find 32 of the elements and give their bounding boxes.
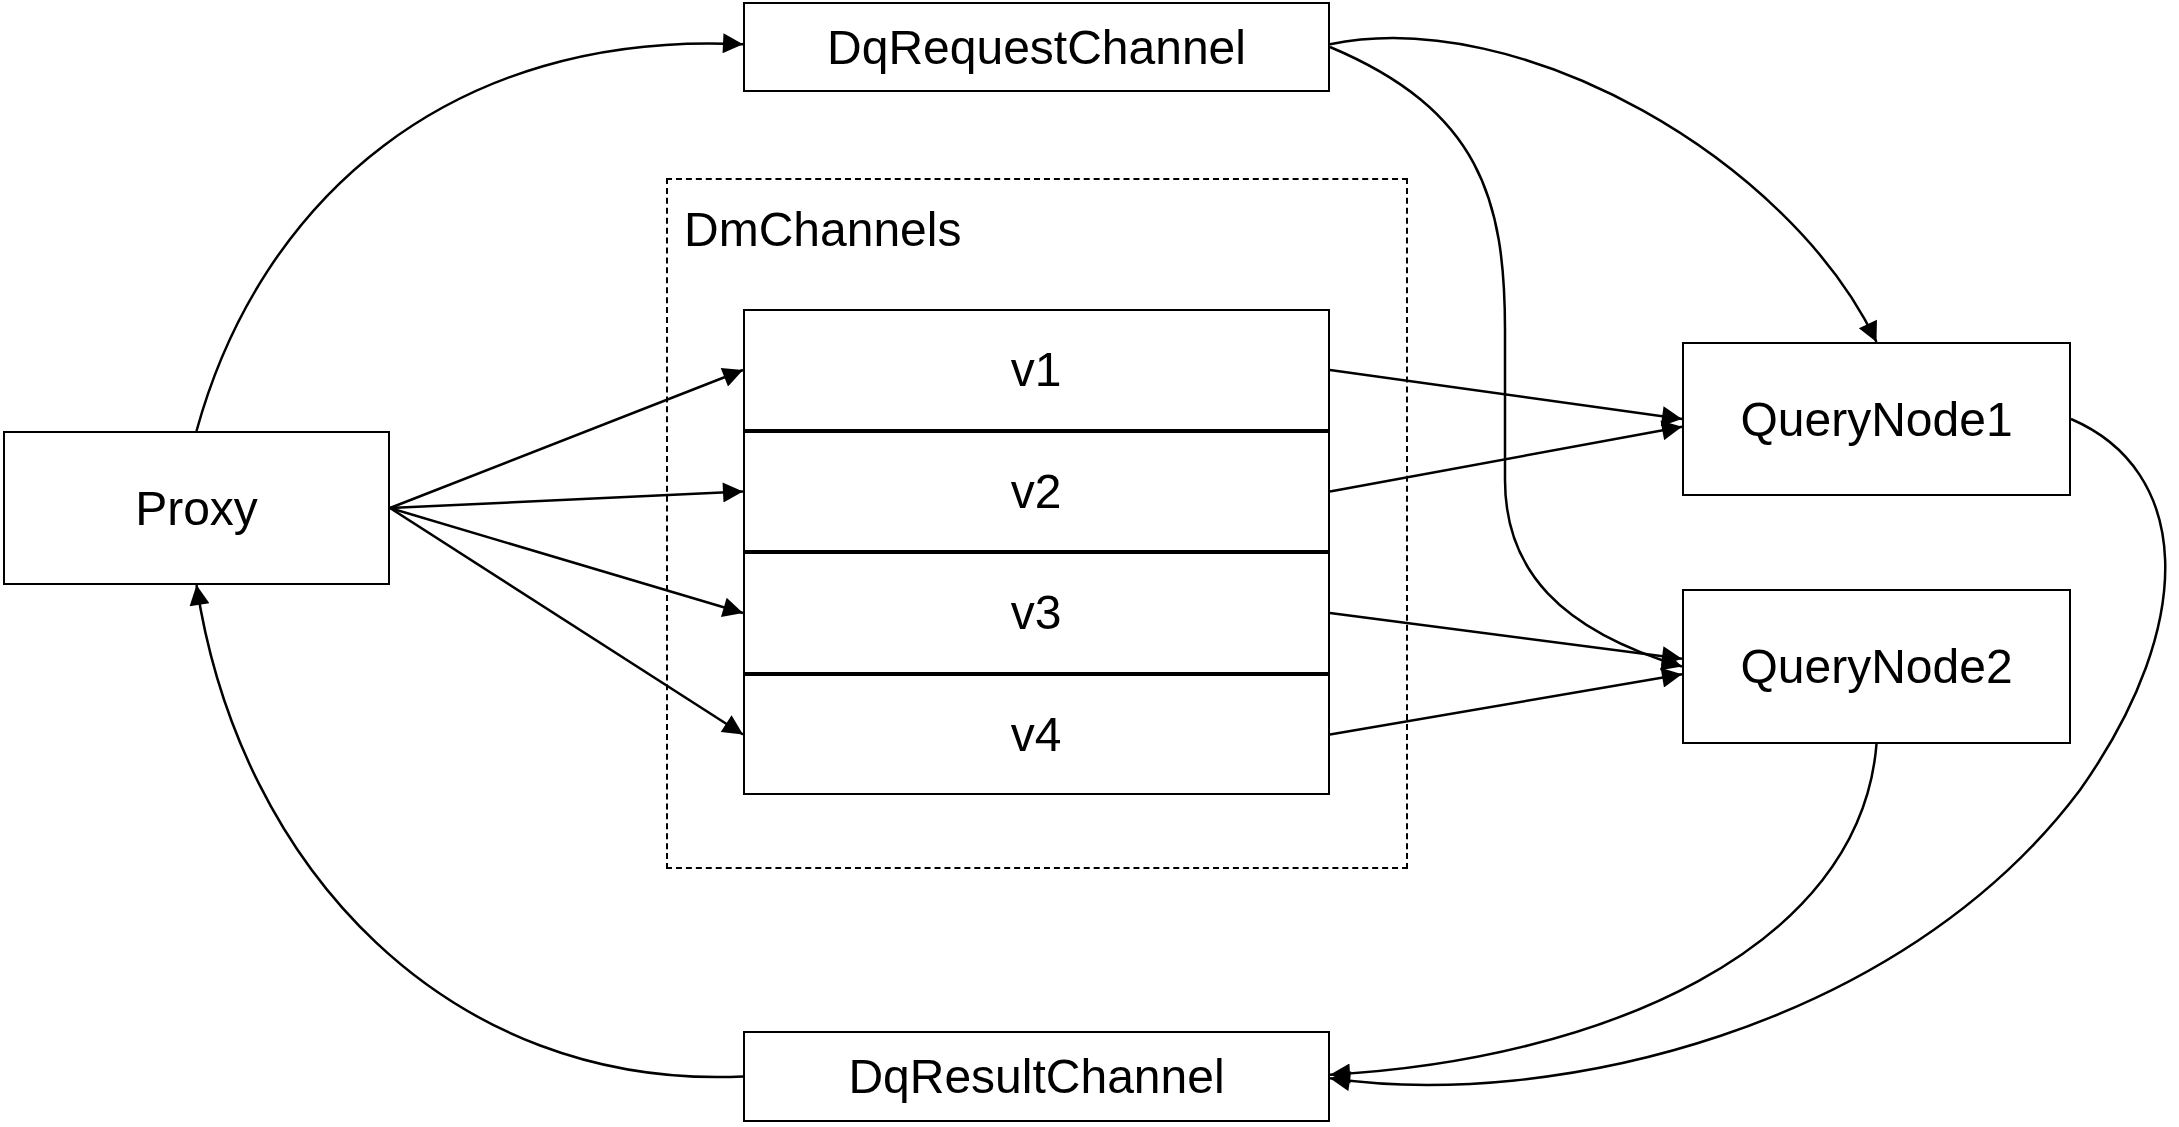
node-label: DqResultChannel <box>848 1049 1225 1104</box>
arrow <box>1329 37 1878 343</box>
node-label: v3 <box>1010 585 1062 640</box>
process-box <box>742 551 1330 674</box>
arrow <box>389 506 744 617</box>
process-box <box>742 673 1330 795</box>
arrow <box>1329 667 1683 736</box>
node-label: Proxy <box>135 480 258 536</box>
process-box <box>742 430 1330 552</box>
node-label: QueryNode2 <box>1740 639 2013 694</box>
arrow <box>389 367 744 510</box>
arrow <box>1329 417 2167 1091</box>
node-label: QueryNode1 <box>1740 391 2013 447</box>
arrow <box>389 506 744 736</box>
arrow <box>1329 420 1683 493</box>
group-container <box>666 178 1408 869</box>
process-box <box>743 2 1330 92</box>
process-box <box>742 308 1330 431</box>
arrow <box>1329 611 1683 667</box>
arrow <box>1329 743 1878 1083</box>
process-box <box>3 431 390 585</box>
arrow <box>1329 45 1683 670</box>
process-box <box>1682 589 2071 744</box>
node-label: DqRequestChannel <box>827 19 1246 75</box>
process-box <box>1682 342 2071 496</box>
process-box <box>743 1031 1330 1122</box>
arrow <box>195 34 743 432</box>
node-label: v1 <box>1010 342 1062 397</box>
arrow <box>190 584 744 1078</box>
group-label: DmChannels <box>684 202 962 257</box>
node-label: v2 <box>1010 463 1062 519</box>
node-label: v4 <box>1010 706 1062 762</box>
